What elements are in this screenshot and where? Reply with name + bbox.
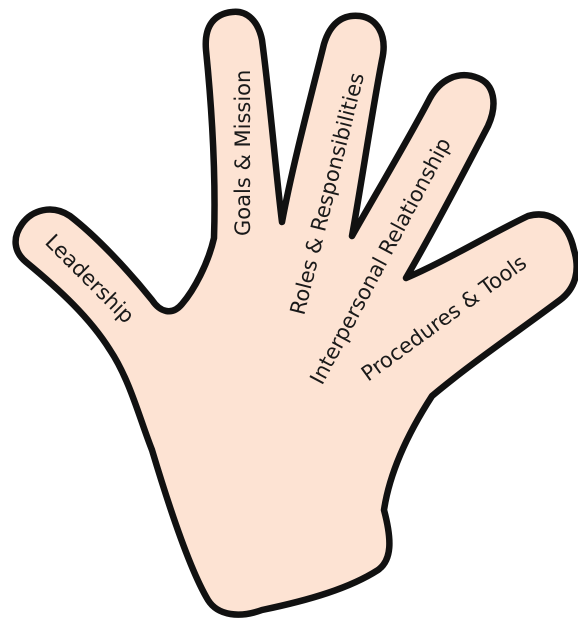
label-goals-mission: Goals & Mission xyxy=(231,70,255,236)
